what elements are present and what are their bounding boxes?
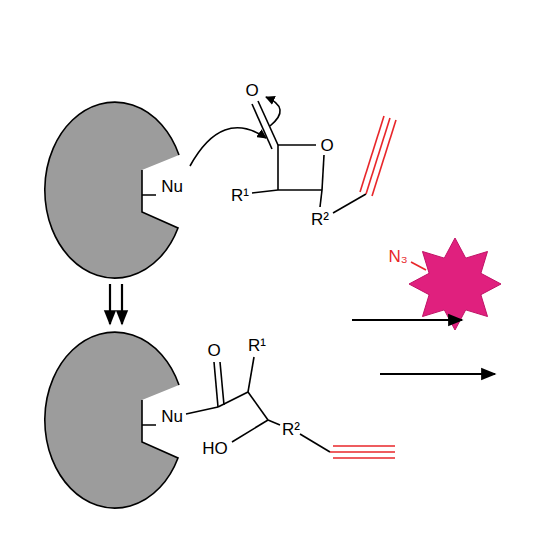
atom-label: HO (202, 440, 228, 457)
atom-label: R² (311, 211, 329, 228)
atom-label: R¹ (231, 187, 249, 204)
fluorophore-star (409, 238, 501, 330)
lactone-probe (190, 97, 366, 213)
alkyne-top (360, 116, 396, 196)
nucleophile-label: Nu (161, 408, 183, 425)
atom-label: R² (282, 421, 300, 438)
atom-label: N₃ (388, 248, 407, 265)
acyl-adduct (186, 357, 330, 452)
reaction-arrow (109, 284, 111, 324)
atom-label: O (245, 82, 258, 99)
reaction-arrows (122, 284, 495, 374)
protein-blob: Nu (42, 100, 192, 280)
atom-label: O (320, 137, 333, 154)
nucleophile-label: Nu (161, 178, 183, 195)
atom-label: O (207, 342, 220, 359)
protein-blob: Nu (42, 330, 192, 510)
atom-label: R¹ (248, 337, 266, 354)
alkyne-bottom (330, 446, 395, 458)
